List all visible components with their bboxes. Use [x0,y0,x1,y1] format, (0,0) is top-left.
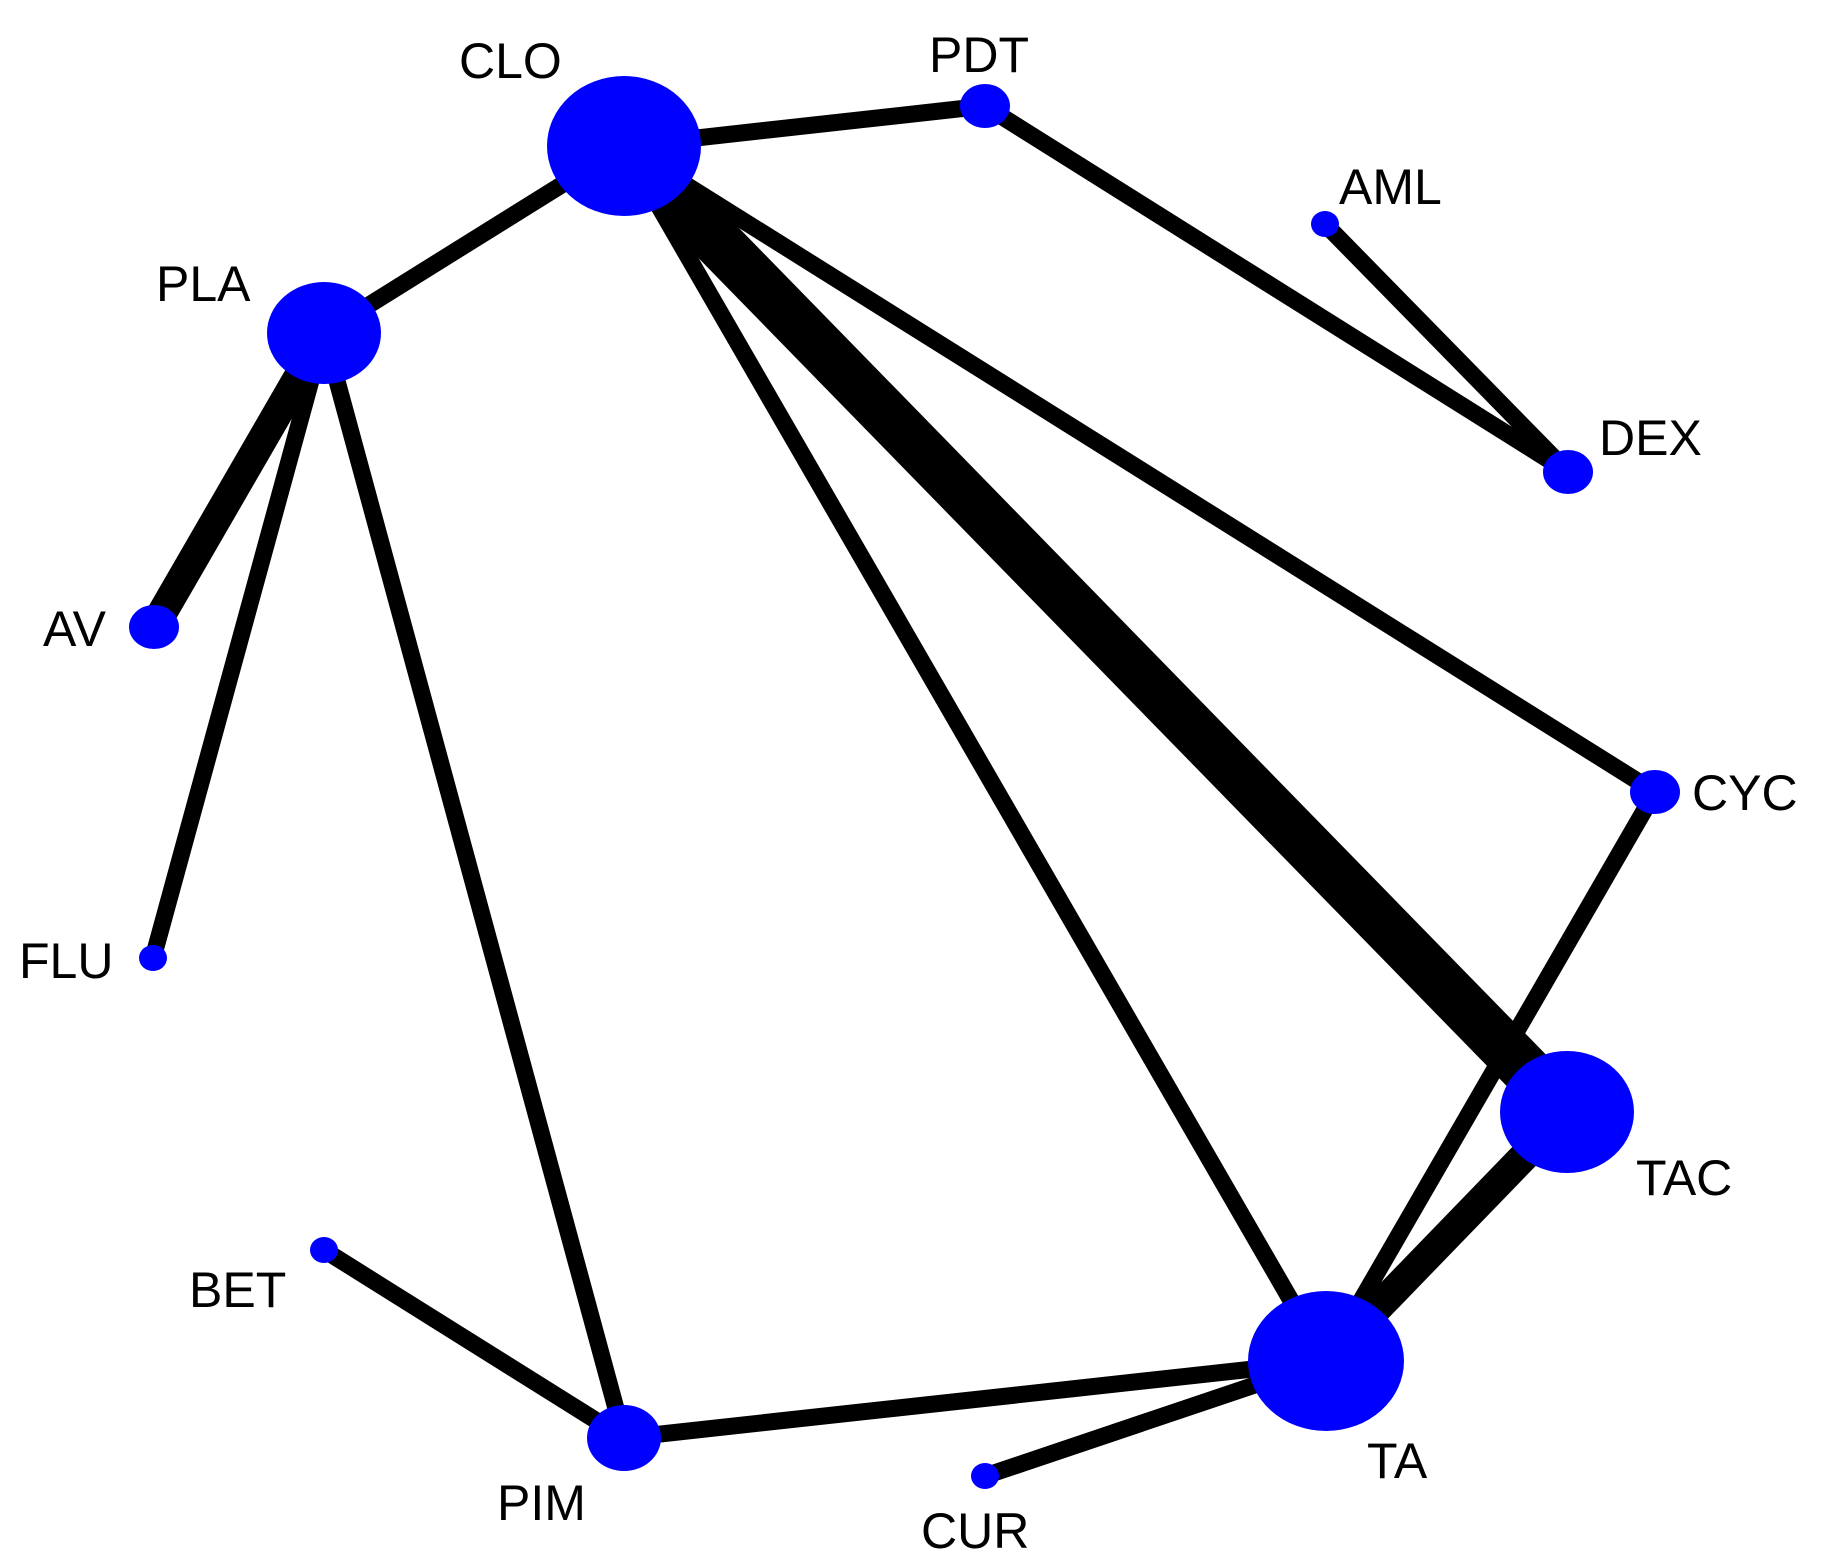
edge-layer [141,97,1663,1485]
node-label-cyc: CYC [1692,765,1798,821]
node-cyc [1630,770,1680,814]
edge-pdt-dex [980,98,1573,480]
node-label-clo: CLO [459,33,562,89]
node-tac [1500,1051,1634,1173]
node-bet [310,1237,338,1263]
node-ta [1248,1291,1404,1431]
edge-bet-pim [319,1242,629,1446]
node-label-dex: DEX [1599,410,1702,466]
node-label-bet: BET [189,1262,286,1318]
edge-pla-flu [144,330,333,961]
node-layer [129,76,1680,1489]
node-cur [971,1463,999,1489]
edge-ta-pim [623,1352,1327,1447]
node-clo [547,76,701,216]
edge-cyc-ta [1318,787,1663,1366]
edge-clo-cyc [619,138,1660,800]
node-av [129,605,179,649]
node-label-cur: CUR [921,1503,1029,1559]
edge-aml-dex [1318,218,1575,478]
node-pim [587,1405,661,1471]
node-pdt [960,84,1010,128]
node-label-pdt: PDT [929,27,1029,83]
node-pla [267,282,381,384]
node-dex [1543,450,1593,494]
node-flu [139,945,167,971]
node-label-pla: PLA [156,256,251,312]
node-label-pim: PIM [497,1475,586,1531]
node-label-av: AV [43,601,107,657]
edge-clo-tac [606,128,1585,1130]
node-label-flu: FLU [19,933,113,989]
edge-pla-pim [315,330,633,1441]
node-aml [1311,211,1339,237]
label-layer: CLO PDT AML DEX CYC TAC TA CUR PIM BET FLU AV PLA [19,27,1798,1559]
node-label-tac: TAC [1636,1150,1732,1206]
edge-pla-av [141,325,337,635]
node-label-ta: TA [1367,1433,1428,1489]
node-label-aml: AML [1339,159,1442,215]
edge-clo-ta [616,141,1334,1366]
